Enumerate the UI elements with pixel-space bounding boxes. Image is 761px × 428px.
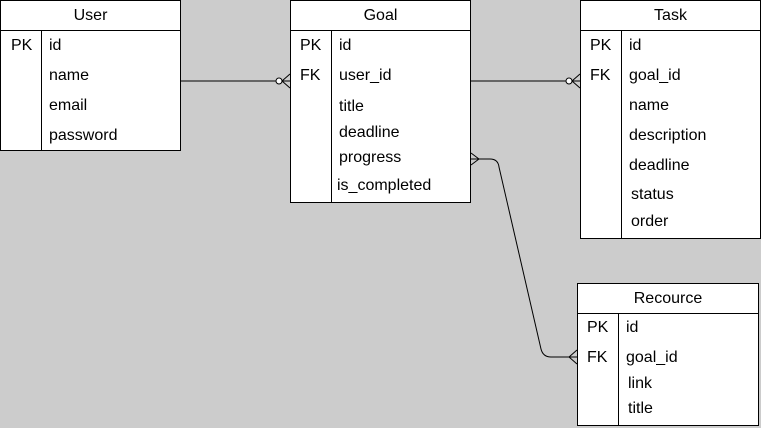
entity-goal[interactable]: Goal PK id FK user_id title deadline pro… [290,0,471,203]
key-label: FK [587,349,608,366]
field-name: is_completed [337,177,432,194]
field-name: name [629,97,670,114]
column-divider [41,31,42,150]
key-label: FK [590,67,611,84]
key-label: PK [590,37,612,54]
field-name: deadline [629,157,690,174]
field-name: id [626,319,639,336]
column-divider [331,31,332,202]
relationship-goal-task [471,73,581,89]
entity-title: Recource [578,284,758,314]
entity-title: User [1,1,180,31]
field-name: deadline [339,124,400,141]
field-name: goal_id [626,349,678,366]
field-name: goal_id [629,67,681,84]
field-name: description [629,127,707,144]
column-divider [618,314,619,425]
entity-user[interactable]: User PK id name email password [0,0,181,151]
key-label: FK [300,67,321,84]
field-name: order [631,213,669,230]
entity-title: Goal [291,1,470,31]
field-name: email [49,97,88,114]
field-name: link [628,375,653,392]
key-label: PK [11,37,33,54]
field-name: user_id [339,67,392,84]
field-name: password [49,127,118,144]
entity-resource[interactable]: Recource PK id FK goal_id link title [577,283,759,426]
field-name: progress [339,149,402,166]
relationship-goal-resource [470,152,578,365]
field-name: status [631,186,674,203]
field-name: id [339,37,352,54]
key-label: PK [587,319,609,336]
field-name: title [339,98,364,115]
field-name: name [49,67,90,84]
field-name: id [629,37,642,54]
column-divider [621,31,622,238]
field-name: id [49,37,62,54]
key-label: PK [300,37,322,54]
relationship-user-goal [181,73,291,89]
entity-task[interactable]: Task PK id FK goal_id name description d… [580,0,761,239]
field-name: title [628,400,653,417]
entity-title: Task [581,1,760,31]
